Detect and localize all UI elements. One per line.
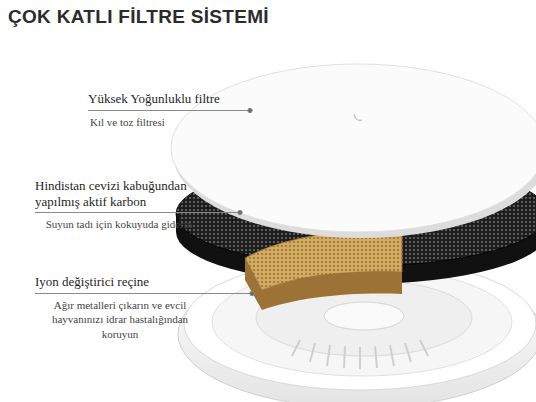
callout-note: Kıl ve toz filtresi <box>90 115 165 129</box>
callout-note: Ağır metalleri çıkarın ve evcil hayvanın… <box>38 298 202 341</box>
leader-dot <box>248 108 252 112</box>
callout-heading: Iyon değiştirici reçine <box>35 274 149 290</box>
leader-line <box>88 110 250 111</box>
diagram-title: ÇOK KATLI FİLTRE SİSTEMİ <box>8 6 269 28</box>
callout-heading: Yüksek Yoğunluklu filtre <box>88 91 220 107</box>
leader-line <box>35 293 252 294</box>
top-filter-disk <box>171 64 536 238</box>
callout-note: Suyun tadı için kokuyuda giderin <box>34 217 204 231</box>
resin-block <box>245 231 402 310</box>
bottom-tray <box>178 258 536 402</box>
leader-dot <box>238 210 242 214</box>
leader-line <box>35 212 240 213</box>
callout-heading: Hindistan cevizi kabuğundan yapılmış akt… <box>35 178 207 209</box>
leader-dot <box>250 291 254 295</box>
